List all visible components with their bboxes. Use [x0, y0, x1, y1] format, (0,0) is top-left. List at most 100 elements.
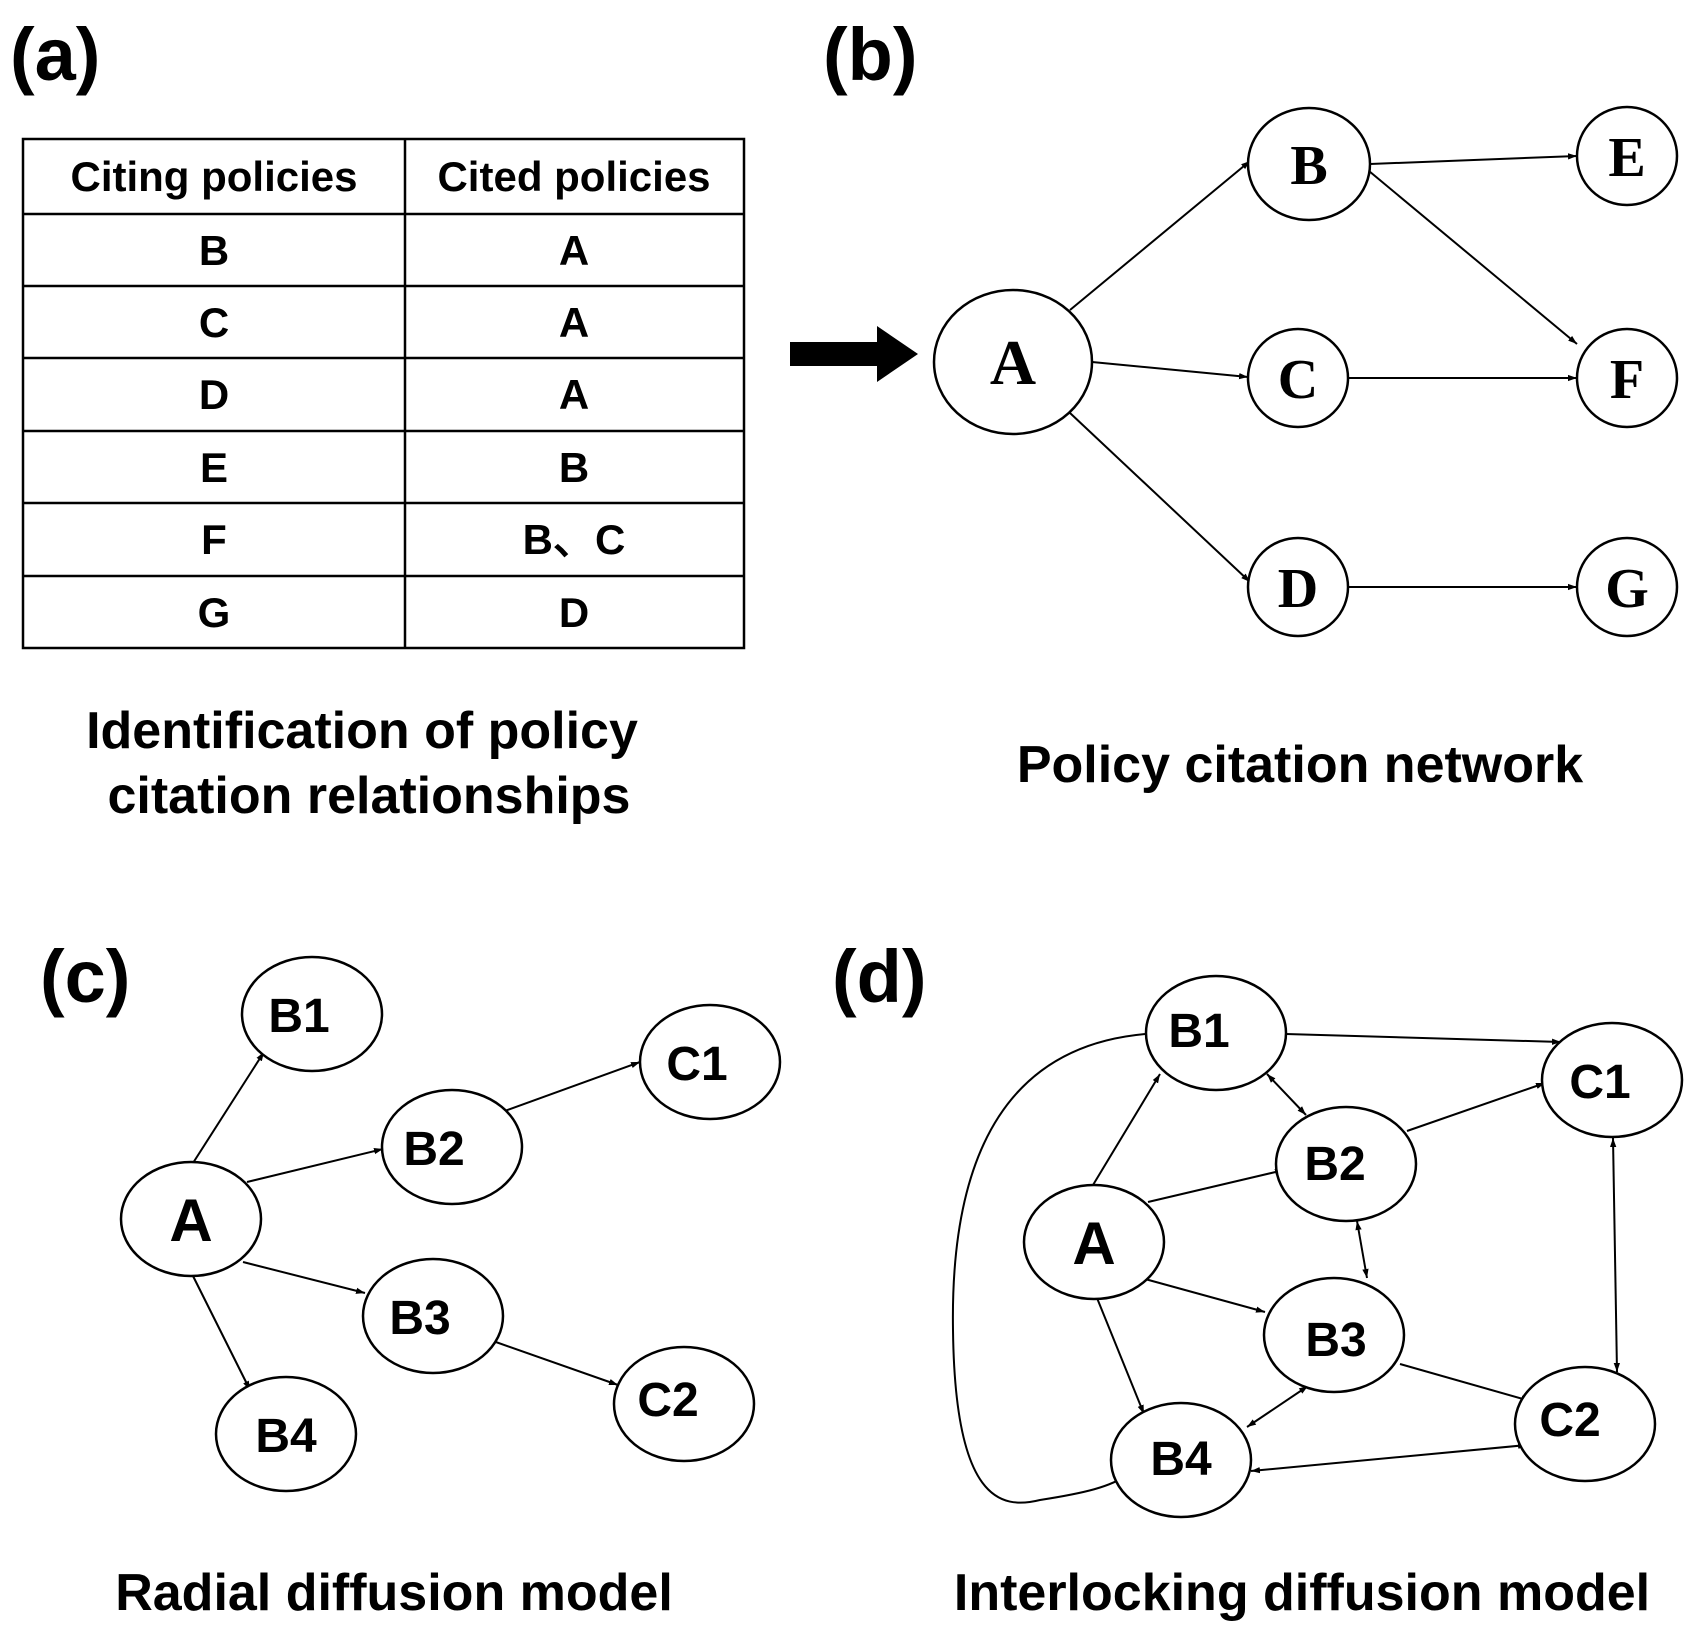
node-label: B4: [1150, 1433, 1212, 1486]
node-B3: B3: [361, 1257, 505, 1375]
node-label: A: [1072, 1210, 1115, 1277]
panel-b-edges: [1069, 153, 1578, 591]
edge-B-F: [1368, 170, 1578, 345]
edge-B1-B4-curved: [951, 1033, 1146, 1504]
table-cell-cited: D: [559, 589, 589, 636]
node-B2: B2: [1274, 1105, 1418, 1223]
node-label: C1: [1569, 1056, 1630, 1109]
table-header-cited: Cited policies: [437, 153, 710, 200]
edge-B2-C1: [501, 1061, 641, 1113]
node-A: A: [932, 288, 1094, 436]
panel-c-edges: [192, 1051, 641, 1391]
edge-A-B1: [1092, 1073, 1161, 1186]
panel-c-label: (c): [40, 935, 130, 1018]
panel-b-label: (b): [823, 13, 918, 96]
node-C1: C1: [1540, 1021, 1684, 1139]
node-G: G: [1575, 536, 1679, 638]
node-label: B3: [389, 1292, 450, 1345]
node-B4: B4: [1109, 1401, 1253, 1519]
node-label: A: [990, 327, 1036, 398]
node-B1: B1: [240, 955, 384, 1073]
edge-A-B3: [1144, 1278, 1266, 1313]
panel-a-label: (a): [10, 13, 100, 96]
node-label: F: [1610, 349, 1644, 411]
node-label: A: [169, 1187, 212, 1254]
node-C2: C2: [1513, 1365, 1657, 1483]
table-cell-citing: F: [201, 516, 227, 563]
node-label: D: [1278, 558, 1318, 620]
panel-d-label: (d): [832, 935, 927, 1018]
node-label: B2: [403, 1123, 464, 1176]
node-label: B4: [255, 1410, 317, 1463]
panel-a: (a) Citing policies Cited policies B A C…: [10, 13, 746, 825]
edge-B-E: [1369, 153, 1578, 165]
edge-B2-C1: [1406, 1082, 1546, 1132]
table-cell-cited: A: [559, 371, 589, 418]
citation-table: Citing policies Cited policies B A C A D…: [21, 137, 746, 650]
panel-b: (b) A B C D E: [823, 13, 1679, 794]
node-label: B1: [1168, 1005, 1229, 1058]
node-label: B1: [268, 990, 329, 1043]
table-cell-cited: B、C: [523, 516, 626, 563]
edge-A-B1: [192, 1051, 265, 1164]
node-label: B2: [1304, 1138, 1365, 1191]
node-A: A: [119, 1160, 263, 1278]
panel-c-caption: Radial diffusion model: [115, 1564, 673, 1622]
edge-B3-C2: [492, 1340, 619, 1386]
node-F: F: [1575, 327, 1679, 429]
node-label: E: [1608, 127, 1645, 189]
node-B2: B2: [380, 1088, 524, 1206]
table-header-citing: Citing policies: [70, 153, 357, 200]
node-label: G: [1605, 558, 1649, 620]
node-label: C: [1278, 349, 1318, 411]
edge-A-B4: [1096, 1297, 1145, 1415]
edge-C1-C2: [1610, 1137, 1620, 1373]
table-cell-citing: D: [199, 371, 229, 418]
edge-B1-B2: [1266, 1073, 1307, 1116]
panel-a-caption-line-1: Identification of policy: [86, 702, 638, 760]
node-label: C1: [666, 1038, 727, 1091]
table-cell-cited: A: [559, 227, 589, 274]
transition-arrow-icon: [790, 326, 918, 382]
edge-B4-C2: [1250, 1442, 1528, 1474]
edge-A-B4: [192, 1275, 251, 1391]
panel-a-caption-line-2: citation relationships: [108, 767, 631, 825]
edge-B3-B4: [1246, 1385, 1309, 1428]
node-C2: C2: [612, 1345, 756, 1463]
node-B: B: [1246, 106, 1372, 222]
node-E: E: [1575, 105, 1679, 207]
node-label: C2: [637, 1374, 698, 1427]
node-label: B: [1290, 135, 1327, 197]
node-B4: B4: [214, 1375, 358, 1493]
panel-b-caption: Policy citation network: [1017, 736, 1583, 794]
edge-B3-C2: [1399, 1363, 1531, 1402]
table-cell-citing: C: [199, 299, 229, 346]
edge-A-B2: [246, 1148, 384, 1183]
edge-B2-B3: [1355, 1220, 1369, 1279]
node-D: D: [1246, 536, 1350, 638]
panel-d-edges: [951, 1033, 1620, 1504]
edge-A-D: [1069, 412, 1251, 583]
table-cell-citing: B: [199, 227, 229, 274]
node-C1: C1: [638, 1003, 782, 1121]
edge-A-B3: [242, 1261, 366, 1294]
node-A: A: [1022, 1183, 1166, 1301]
node-label: B3: [1305, 1314, 1366, 1367]
table-border: [21, 137, 746, 650]
edge-A-B2: [1147, 1168, 1285, 1203]
node-B3: B3: [1262, 1276, 1406, 1394]
node-B1: B1: [1144, 974, 1288, 1092]
panel-c: (c) A B1 B2 B3 B4: [40, 935, 782, 1622]
edge-A-B: [1069, 160, 1251, 311]
table-cell-cited: B: [559, 444, 589, 491]
edge-A-C: [1091, 361, 1249, 380]
node-label: C2: [1539, 1394, 1600, 1447]
table-cell-citing: E: [200, 444, 228, 491]
panel-d-caption: Interlocking diffusion model: [954, 1564, 1650, 1622]
table-cell-cited: A: [559, 299, 589, 346]
panel-d: (d) A B1: [832, 935, 1684, 1622]
node-C: C: [1246, 327, 1350, 429]
edge-B1-C1: [1285, 1033, 1562, 1045]
table-cell-citing: G: [198, 589, 231, 636]
